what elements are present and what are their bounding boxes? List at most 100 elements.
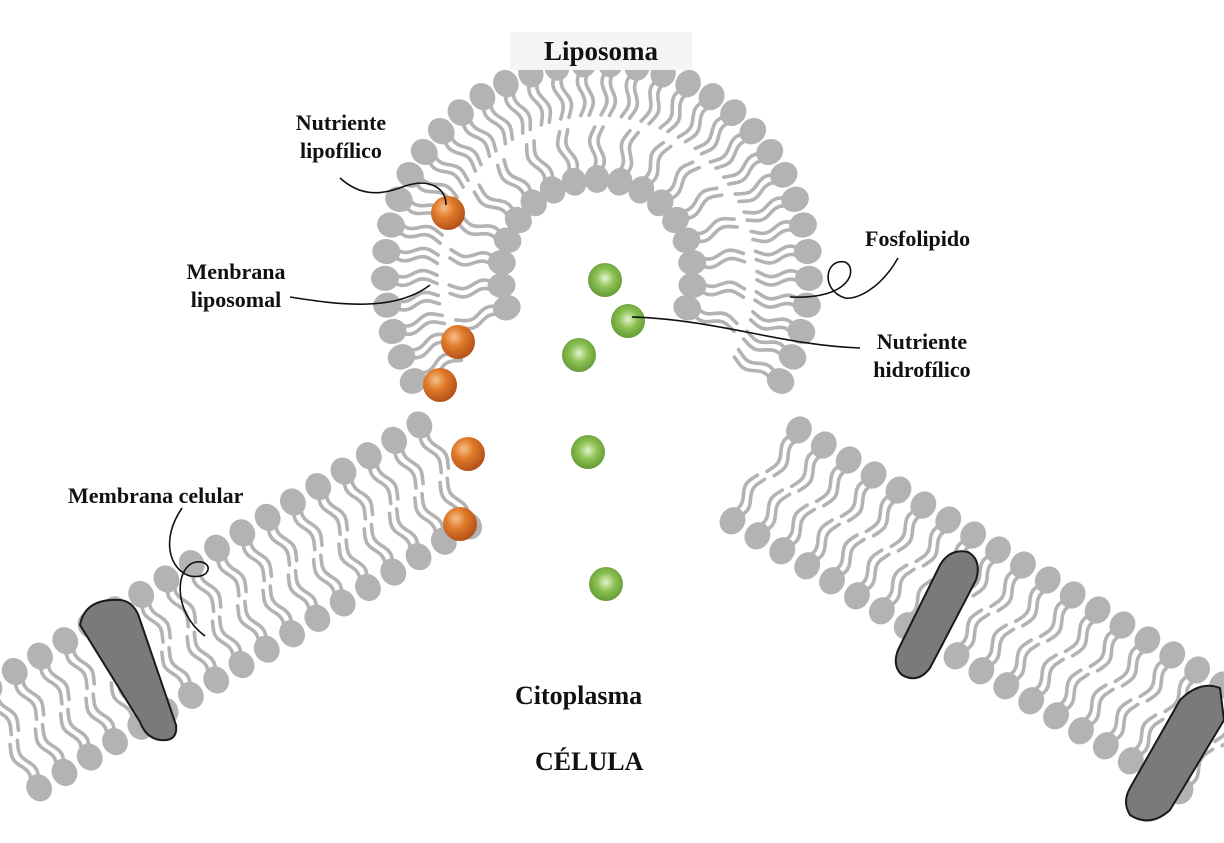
phospholipid	[719, 473, 767, 535]
phospholipid-head	[561, 167, 587, 196]
phospholipid	[819, 533, 866, 595]
phospholipid-head	[254, 503, 281, 532]
phospholipid-tail	[524, 143, 548, 187]
phospholipid-head	[662, 206, 690, 233]
phospholipid-tail	[324, 489, 350, 532]
phospholipid	[1043, 668, 1090, 730]
phospholipid	[628, 140, 673, 204]
phospholipid-tail	[454, 304, 500, 323]
phospholipid-tail	[559, 72, 574, 120]
phospholipid	[607, 128, 640, 196]
phospholipid-tail	[676, 99, 706, 139]
phospholipid-head	[1, 657, 28, 686]
label-nutriente-lipofilico: Nutriente lipofílico	[289, 109, 393, 165]
hydrophilic-nutrient	[562, 338, 596, 372]
phospholipid-head	[860, 461, 887, 489]
phospholipid-tail	[477, 183, 516, 214]
phospholipid	[235, 599, 280, 663]
phospholipid	[864, 476, 912, 538]
phospholipid-tail	[266, 524, 292, 567]
phospholipid-head	[373, 292, 402, 318]
phospholipid-tail	[980, 623, 1009, 664]
phospholipid-tail	[838, 537, 866, 578]
phospholipid	[993, 638, 1041, 700]
phospholipid	[371, 265, 439, 291]
phospholipid	[410, 139, 470, 189]
phospholipid-tail	[989, 567, 1017, 609]
phospholipid	[229, 519, 274, 583]
phospholipid-tail	[914, 522, 943, 564]
phospholipid-tail	[425, 427, 451, 470]
phospholipid-head	[794, 552, 821, 580]
phospholipid-tail	[391, 276, 439, 288]
phospholipid-head	[769, 537, 796, 565]
phospholipid-head	[355, 442, 382, 470]
phospholipid-tail	[268, 584, 294, 627]
phospholipid-tail	[1145, 662, 1174, 703]
phospholipid-head	[792, 292, 821, 318]
phospholipid-tail	[393, 298, 442, 312]
phospholipid-tail	[754, 290, 802, 302]
phospholipid	[472, 183, 532, 233]
phospholipid-tail	[880, 563, 909, 604]
phospholipid-tail	[417, 173, 459, 200]
phospholipid-tail	[344, 538, 370, 581]
phospholipid	[914, 506, 962, 568]
phospholipid-tail	[693, 224, 739, 244]
phospholipid-tail	[748, 318, 795, 336]
hydrophilic-nutrient	[611, 304, 645, 338]
phospholipid-tail	[526, 80, 545, 127]
phospholipid-head	[380, 558, 407, 586]
phospholipid-tail	[627, 73, 642, 121]
phospholipid	[755, 265, 823, 291]
phospholipid-tail	[751, 228, 798, 244]
phospholipid-head	[675, 69, 701, 98]
phospholipid	[844, 548, 891, 610]
title-box: Liposoma	[510, 32, 692, 70]
phospholipid-head	[885, 476, 912, 504]
phospholipid-tail	[755, 277, 803, 287]
phospholipid-tail	[1163, 672, 1192, 714]
phospholipid-tail	[391, 268, 439, 279]
phospholipid-tail	[1062, 672, 1090, 713]
phospholipid	[84, 692, 128, 756]
phospholipid-tail	[387, 511, 413, 554]
phospholipid	[355, 442, 400, 506]
phospholipid-tail	[217, 615, 243, 658]
phospholipid-tail	[583, 69, 596, 117]
phospholipid	[447, 272, 516, 299]
phospholipid-head	[305, 473, 332, 501]
phospholipid-tail	[1186, 747, 1215, 788]
phospholipid-tail	[467, 114, 498, 153]
phospholipid-tail	[431, 151, 470, 183]
phospholipid-tail	[864, 492, 893, 534]
phospholipid-head	[405, 543, 432, 571]
phospholipid-tail	[15, 738, 41, 781]
phospholipid	[673, 295, 739, 334]
phospholipid	[448, 247, 516, 275]
phospholipid-tail	[889, 507, 918, 549]
phospholipid	[372, 238, 440, 266]
phospholipid-tail	[765, 432, 793, 474]
phospholipid	[662, 186, 724, 233]
phospholipid-tail	[682, 193, 724, 221]
phospholipid-tail	[753, 298, 801, 310]
phospholipid	[839, 461, 887, 523]
phospholipid	[377, 212, 444, 245]
phospholipid-tail	[248, 535, 274, 578]
phospholipid-tail	[1113, 642, 1142, 684]
phospholipid	[943, 608, 991, 670]
phospholipid-tail	[447, 278, 495, 291]
phospholipid-tail	[20, 674, 46, 717]
phospholipid-tail	[732, 355, 774, 383]
phospholipid-head	[756, 139, 784, 166]
phospholipid-head	[406, 411, 433, 439]
phospholipid	[387, 507, 432, 571]
label-celula: CÉLULA	[535, 747, 644, 776]
nutrient-particles	[423, 196, 645, 601]
phospholipid-tail	[887, 567, 916, 608]
phospholipid-head	[678, 272, 707, 298]
phospholipid-head	[844, 582, 870, 610]
phospholipid-head	[789, 212, 817, 238]
